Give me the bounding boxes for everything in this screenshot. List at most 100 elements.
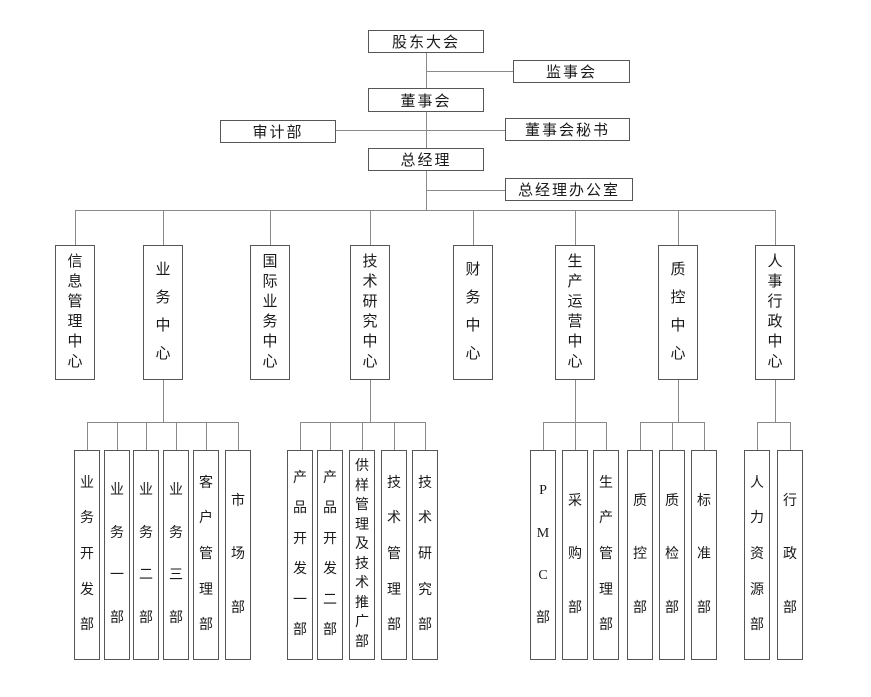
node-dept-business-3: 业务三部 <box>163 450 189 660</box>
node-label: 技术研究部 <box>418 475 432 634</box>
node-label: 供样管理及技术推广部 <box>355 459 369 650</box>
connector-line <box>575 380 576 422</box>
connector-line <box>757 422 758 450</box>
node-label: 董事会 <box>400 93 452 110</box>
connector-line <box>238 422 239 450</box>
node-general-manager: 总经理 <box>368 148 484 171</box>
node-label: 业务中心 <box>155 262 171 362</box>
connector-line <box>394 422 395 450</box>
node-label: 业务二部 <box>139 482 153 627</box>
connector-line <box>176 422 177 450</box>
node-label: 质控部 <box>633 493 647 616</box>
connector-line <box>426 53 427 88</box>
node-label: 质检部 <box>665 493 679 616</box>
connector-line <box>473 210 474 245</box>
connector-line <box>575 210 576 245</box>
node-center-intl-business: 国际业务中心 <box>250 245 290 380</box>
connector-line <box>75 210 775 211</box>
connector-line <box>146 422 147 450</box>
connector-line <box>87 422 238 423</box>
connector-line <box>678 380 679 422</box>
node-dept-quality-inspection: 质检部 <box>659 450 685 660</box>
node-label: 生产管理部 <box>599 475 613 634</box>
connector-line <box>543 422 544 450</box>
node-dept-procurement: 采购部 <box>562 450 588 660</box>
connector-line <box>370 380 371 422</box>
node-audit-dept: 审计部 <box>220 120 336 143</box>
connector-line <box>425 422 426 450</box>
connector-line <box>678 210 679 245</box>
node-label: 监事会 <box>545 65 597 81</box>
node-label: 审计部 <box>252 125 304 141</box>
node-shareholders-meeting: 股东大会 <box>368 30 484 53</box>
node-supervisory-board: 监事会 <box>513 60 630 83</box>
node-dept-product-dev-1: 产品开发一部 <box>287 450 313 660</box>
node-dept-business-dev: 业务开发部 <box>74 450 100 660</box>
node-center-business: 业务中心 <box>143 245 183 380</box>
node-center-quality-control: 质控中心 <box>658 245 698 380</box>
connector-line <box>757 422 790 423</box>
node-dept-product-dev-2: 产品开发二部 <box>317 450 343 660</box>
connector-line <box>790 422 791 450</box>
connector-line <box>370 210 371 245</box>
connector-line <box>775 210 776 245</box>
connector-line <box>300 422 301 450</box>
connector-line <box>426 71 513 72</box>
connector-line <box>775 380 776 422</box>
node-dept-business-1: 业务一部 <box>104 450 130 660</box>
node-label: 质控中心 <box>670 262 686 362</box>
connector-line <box>117 422 118 450</box>
connector-line <box>87 422 88 450</box>
node-label: 标准部 <box>697 493 711 616</box>
connector-line <box>704 422 705 450</box>
node-dept-tech-research: 技术研究部 <box>412 450 438 660</box>
node-label: 总经理 <box>400 153 452 169</box>
node-label: 人力资源部 <box>750 475 764 634</box>
node-label: 业务三部 <box>169 482 183 627</box>
node-label: 客户管理部 <box>199 475 213 634</box>
node-dept-marketing: 市场部 <box>225 450 251 660</box>
node-dept-administration: 行政部 <box>777 450 803 660</box>
node-dept-quality-control: 质控部 <box>627 450 653 660</box>
connector-line <box>163 210 164 245</box>
node-label: 采购部 <box>568 493 582 616</box>
connector-line <box>362 422 363 450</box>
node-board-of-directors: 董事会 <box>368 88 484 112</box>
node-dept-standards: 标准部 <box>691 450 717 660</box>
connector-line <box>543 422 606 423</box>
node-center-info-mgmt: 信息管理中心 <box>55 245 95 380</box>
node-center-tech-research: 技术研究中心 <box>350 245 390 380</box>
node-label: 股东大会 <box>391 35 460 51</box>
node-center-hr-admin: 人事行政中心 <box>755 245 795 380</box>
node-dept-sample-mgmt-tech-promo: 供样管理及技术推广部 <box>349 450 375 660</box>
node-center-finance: 财务中心 <box>453 245 493 380</box>
node-label: 产品开发一部 <box>293 470 307 639</box>
node-dept-human-resources: 人力资源部 <box>744 450 770 660</box>
node-label: 董事会秘书 <box>524 123 610 139</box>
connector-line <box>330 422 331 450</box>
node-label: 财务中心 <box>465 262 481 362</box>
node-label: 生产运营中心 <box>567 254 583 370</box>
node-label: 业务开发部 <box>80 475 94 634</box>
connector-line <box>270 210 271 245</box>
node-label: 市场部 <box>231 493 245 616</box>
node-dept-tech-mgmt: 技术管理部 <box>381 450 407 660</box>
node-gm-office: 总经理办公室 <box>505 178 633 201</box>
connector-line <box>336 130 505 131</box>
node-label: 人事行政中心 <box>767 254 783 370</box>
connector-line <box>206 422 207 450</box>
node-label: 产品开发二部 <box>323 470 337 639</box>
connector-line <box>672 422 673 450</box>
node-label: 业务一部 <box>110 482 124 627</box>
node-label: 国际业务中心 <box>262 254 278 370</box>
connector-line <box>640 422 641 450</box>
node-board-secretary: 董事会秘书 <box>505 118 630 141</box>
node-label: 技术管理部 <box>387 475 401 634</box>
node-label: 行政部 <box>783 493 797 616</box>
node-dept-customer-mgmt: 客户管理部 <box>193 450 219 660</box>
connector-line <box>606 422 607 450</box>
node-label: 信息管理中心 <box>67 254 83 370</box>
